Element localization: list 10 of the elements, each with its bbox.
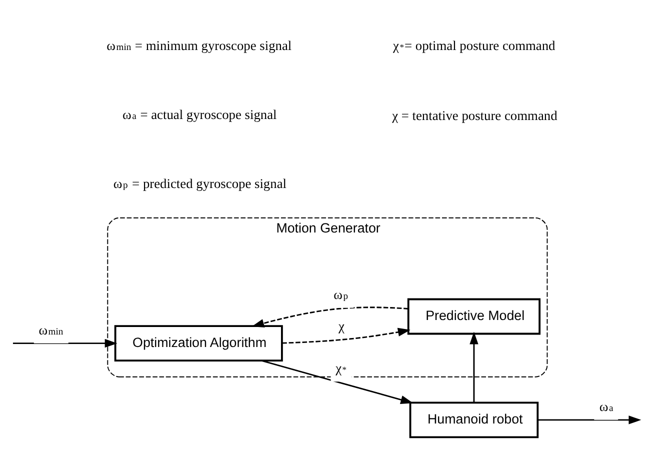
label: ωa = actual gyroscope signal <box>122 106 277 122</box>
edge-label: ωmin <box>38 322 64 337</box>
label: ωmin = minimum gyroscope signal <box>106 37 292 52</box>
edge-label: χ* <box>336 360 347 376</box>
edge-label: ωa <box>599 398 614 414</box>
edge-label: ωp <box>334 286 348 302</box>
label: ωp = predicted gyroscope signal <box>113 175 286 190</box>
label: χ = tentative posture command <box>392 107 558 122</box>
edge-label: χ <box>338 318 344 334</box>
label: χ*= optimal posture command <box>393 37 556 52</box>
